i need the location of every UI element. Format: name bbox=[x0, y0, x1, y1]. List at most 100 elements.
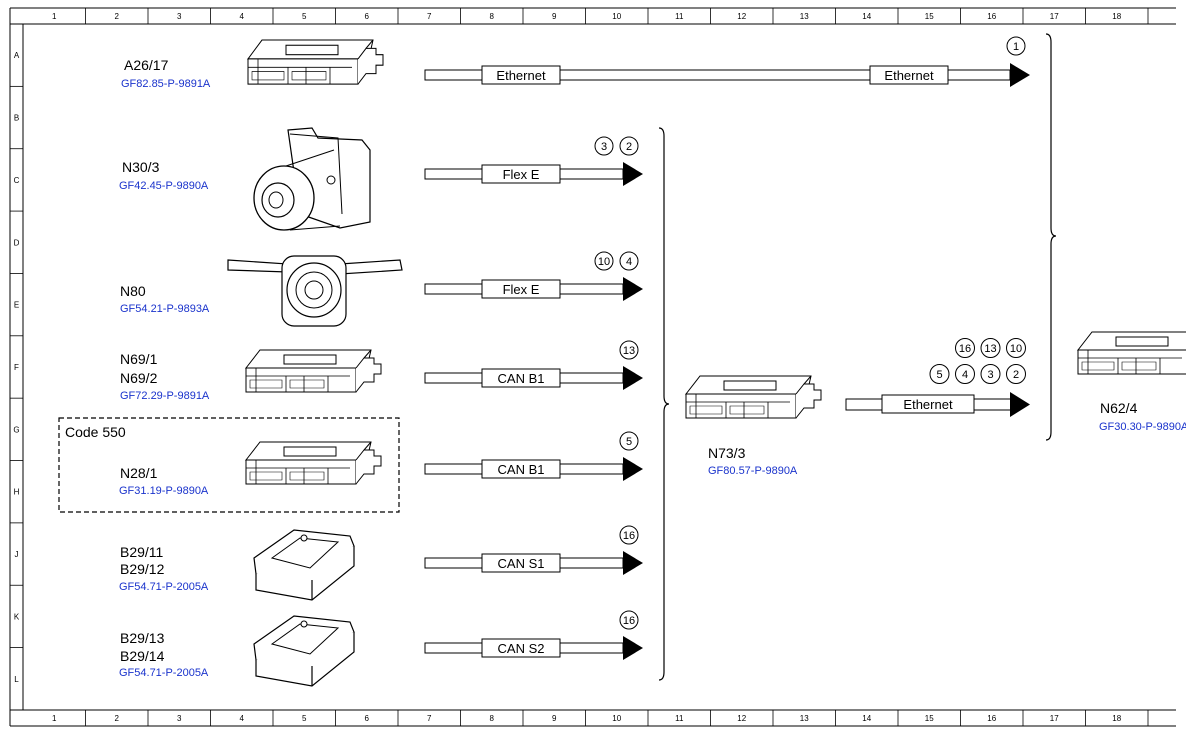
bus-name: Ethernet bbox=[903, 397, 953, 412]
callout-circle: 10 bbox=[594, 251, 614, 271]
callout-number: 10 bbox=[1010, 343, 1022, 355]
component-label: N69/1 bbox=[120, 351, 158, 367]
callout-circle: 3 bbox=[980, 364, 1001, 384]
callout-number: 13 bbox=[984, 343, 996, 355]
callout-circle: 13 bbox=[980, 338, 1001, 358]
callout-number: 16 bbox=[623, 530, 635, 542]
component-label: N69/2 bbox=[120, 370, 158, 386]
bus-name: CAN B1 bbox=[498, 462, 545, 477]
callout-number: 13 bbox=[623, 345, 635, 357]
grid-row-label: E bbox=[14, 301, 19, 310]
steering-lock-illustration bbox=[253, 127, 371, 231]
grid-column-label: 2 bbox=[115, 714, 120, 723]
grid-row-label: C bbox=[14, 176, 20, 185]
grid-column-label: 8 bbox=[490, 12, 495, 21]
bus-arrow: CAN B1 5 bbox=[424, 431, 643, 481]
grid-column-label: 13 bbox=[800, 12, 809, 21]
grid-column-label: 10 bbox=[612, 714, 621, 723]
grid-row-label: D bbox=[14, 238, 20, 247]
callout-number: 16 bbox=[959, 343, 971, 355]
grid-row-label: K bbox=[14, 612, 20, 621]
callout-number: 1 bbox=[1013, 41, 1019, 53]
grid-column-label: 14 bbox=[862, 714, 871, 723]
grid-row-label: F bbox=[14, 363, 19, 372]
grid-labels: 1122334455667788991010111112121313141415… bbox=[10, 8, 1149, 726]
grid-row-label: L bbox=[14, 675, 19, 684]
component-label: B29/13 bbox=[120, 630, 165, 646]
grid-column-label: 5 bbox=[302, 714, 307, 723]
grid-column-label: 1 bbox=[52, 714, 57, 723]
grid-column-label: 7 bbox=[427, 12, 432, 21]
grid-row-label: J bbox=[15, 550, 19, 559]
bus-name: Ethernet bbox=[496, 68, 546, 83]
sensor-b29-13-illustration bbox=[253, 615, 355, 687]
callout-circle: 16 bbox=[619, 610, 639, 630]
bus-arrow: Ethernet 1 bbox=[424, 36, 1030, 87]
grid-column-label: 13 bbox=[800, 714, 809, 723]
target-label: N62/4 bbox=[1100, 400, 1138, 416]
grid-column-label: 15 bbox=[925, 714, 934, 723]
grid-column-label: 6 bbox=[365, 12, 370, 21]
callout-circle: 13 bbox=[619, 340, 639, 360]
grid-column-label: 6 bbox=[365, 714, 370, 723]
grid-column-label: 18 bbox=[1112, 12, 1121, 21]
callout-circle: 5 bbox=[929, 364, 950, 384]
gateway-n73-3-illustration bbox=[685, 375, 822, 419]
bus-name: Ethernet bbox=[884, 68, 934, 83]
component-a26-17-illustration bbox=[247, 39, 384, 85]
component-label: N28/1 bbox=[120, 465, 158, 481]
drawing-frame bbox=[9, 7, 1176, 727]
grid-row-label: B bbox=[14, 114, 19, 123]
callout-circle: 3 bbox=[594, 136, 614, 156]
callout-circle: 5 bbox=[619, 431, 639, 451]
callout-number: 5 bbox=[626, 436, 632, 448]
grid-column-label: 2 bbox=[115, 12, 120, 21]
bus-name: CAN S1 bbox=[498, 556, 545, 571]
grid-row-label: G bbox=[13, 425, 19, 434]
right-brace bbox=[1045, 33, 1057, 441]
grid-column-label: 9 bbox=[552, 714, 557, 723]
grid-column-label: 15 bbox=[925, 12, 934, 21]
component-ref: GF72.29-P-9891A bbox=[120, 390, 210, 402]
grid-column-label: 17 bbox=[1050, 714, 1059, 723]
left-brace bbox=[658, 127, 670, 681]
callout-circle: 10 bbox=[1006, 338, 1026, 358]
bus-name: CAN B1 bbox=[498, 371, 545, 386]
callout-number: 2 bbox=[1013, 369, 1019, 381]
grid-column-label: 4 bbox=[240, 714, 245, 723]
callout-number: 4 bbox=[962, 369, 968, 381]
grid-column-label: 3 bbox=[177, 12, 182, 21]
code-550-box bbox=[58, 417, 400, 513]
callout-circle: 4 bbox=[955, 364, 975, 384]
component-ref: GF31.19-P-9890A bbox=[119, 485, 209, 497]
bus-name: CAN S2 bbox=[498, 641, 545, 656]
component-ref: GF82.85-P-9891A bbox=[121, 78, 211, 90]
callout-circle: 1 bbox=[1006, 36, 1026, 56]
grid-row-label: H bbox=[14, 488, 20, 497]
callout-number: 4 bbox=[626, 256, 632, 268]
callout-circle: 2 bbox=[1006, 364, 1026, 384]
grid-column-label: 10 bbox=[612, 12, 621, 21]
gateway-ref: GF80.57-P-9890A bbox=[708, 465, 798, 477]
component-label: N80 bbox=[120, 283, 146, 299]
bus-arrow: CAN S2 16 bbox=[424, 610, 643, 660]
target-n62-4-illustration bbox=[1077, 331, 1186, 375]
callout-circle: 16 bbox=[619, 525, 639, 545]
grid-column-label: 12 bbox=[737, 714, 746, 723]
grid-column-label: 7 bbox=[427, 714, 432, 723]
sensor-b29-11-illustration bbox=[253, 529, 355, 601]
bus-arrow: CAN S1 16 bbox=[424, 525, 643, 575]
bus-name: Flex E bbox=[503, 167, 540, 182]
callout-circle: 16 bbox=[955, 338, 975, 358]
callout-number: 5 bbox=[936, 369, 942, 381]
grid-column-label: 14 bbox=[862, 12, 871, 21]
callout-number: 16 bbox=[623, 615, 635, 627]
steering-column-module-illustration bbox=[227, 255, 403, 327]
grid-column-label: 9 bbox=[552, 12, 557, 21]
component-label: B29/14 bbox=[120, 648, 165, 664]
grid-column-label: 5 bbox=[302, 12, 307, 21]
callout-number: 10 bbox=[598, 256, 610, 268]
